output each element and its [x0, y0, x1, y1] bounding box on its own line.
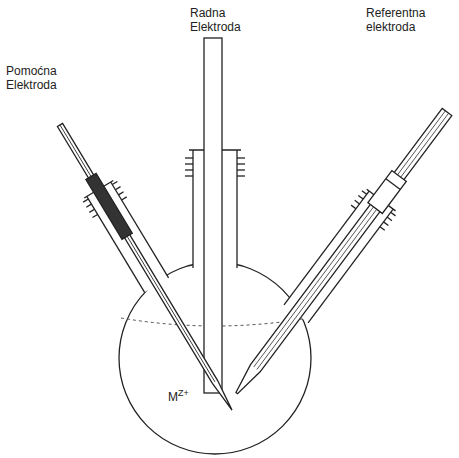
electrode-label: Pomoćna Elektroda [6, 64, 68, 92]
auxiliary-electrode [43, 115, 249, 421]
electrode-label: Referentna elektroda [366, 6, 454, 34]
ion-label: MZ+ [168, 390, 208, 404]
working-electrode [204, 38, 222, 393]
electrode-label: Radna Elektroda [190, 6, 256, 34]
reference-electrode [220, 99, 459, 405]
